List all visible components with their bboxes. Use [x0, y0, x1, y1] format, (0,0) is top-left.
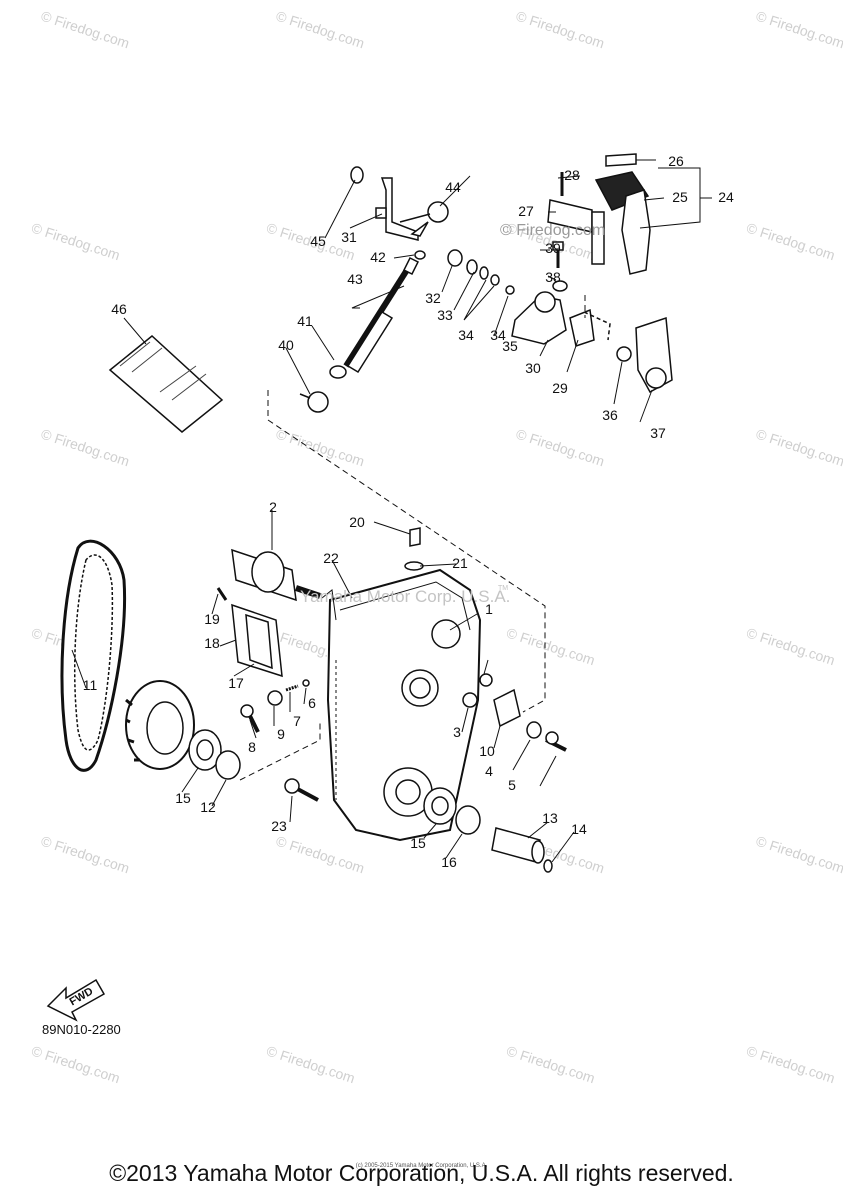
part-number-label: 9: [277, 726, 285, 742]
part-number-label: 25: [672, 189, 688, 205]
part-number-label: 8: [248, 739, 256, 755]
part-number-label: 22: [323, 550, 339, 566]
watermark-text: © Firedog.com: [39, 426, 131, 470]
watermark-text: © Firedog.com: [754, 426, 843, 470]
part-number-label: 10: [479, 743, 495, 759]
part-number-label: 32: [425, 290, 441, 306]
watermark-text: © Firedog.com: [505, 1043, 597, 1087]
part-number-label: 14: [571, 821, 587, 837]
part-number-label: 46: [111, 301, 127, 317]
watermark-text: © Firedog.com: [514, 8, 606, 52]
part-number-labels: 1234567891011121314151516171819202122232…: [83, 153, 734, 870]
part-number-label: 18: [204, 635, 220, 651]
part-number-label: 5: [508, 777, 516, 793]
part-number-label: 31: [341, 229, 357, 245]
watermark-text: © Firedog.com: [265, 1043, 357, 1087]
part-number-label: 24: [718, 189, 734, 205]
part-number-label: 19: [204, 611, 220, 627]
part-number-label: 17: [228, 675, 244, 691]
watermark-text: © Firedog.com: [30, 1043, 122, 1087]
part-number-label: 29: [552, 380, 568, 396]
part-number-label: 2: [269, 499, 277, 515]
shift-linkage-assembly: [108, 153, 673, 433]
watermark-text: © Firedog.com: [39, 8, 131, 52]
watermark-text: © Firedog.com: [745, 1043, 837, 1087]
watermark-text: © Firedog.com: [274, 8, 366, 52]
part-number-label: 42: [370, 249, 386, 265]
part-number-label: 1: [485, 601, 493, 617]
part-number-label: 28: [564, 167, 580, 183]
transmission-cover-assembly: [46, 527, 567, 1022]
leader-lines: [71, 159, 712, 863]
part-number-label: 21: [452, 555, 468, 571]
watermark-text: © Firedog.com: [505, 625, 597, 669]
part-number-label: 26: [668, 153, 684, 169]
watermark-text: © Firedog.com: [274, 833, 366, 877]
part-number-label: 7: [293, 713, 301, 729]
watermark-text: © Firedog.com: [274, 426, 366, 470]
watermark-text: © Firedog.com: [745, 625, 837, 669]
watermark-layer: © Firedog.com © Firedog.com © Firedog.com ©…: [30, 8, 843, 1087]
part-number-label: 33: [437, 307, 453, 323]
part-number-label: 34: [490, 327, 506, 343]
part-number-label: 3: [453, 724, 461, 740]
assembly-guide-lines: [239, 295, 586, 781]
copyright-notice: ©2013 Yamaha Motor Corporation, U.S.A. A…: [109, 1160, 734, 1186]
part-number-label: 6: [308, 695, 316, 711]
part-number-label: 41: [297, 313, 313, 329]
part-number-label: 27: [518, 203, 534, 219]
part-number-label: 36: [602, 407, 618, 423]
part-number-label: 38: [545, 269, 561, 285]
part-number-label: 30: [525, 360, 541, 376]
part-number-label: 37: [650, 425, 666, 441]
part-number-label: 13: [542, 810, 558, 826]
watermark-text: © Firedog.com: [514, 426, 606, 470]
watermark-text: © Firedog.com: [754, 833, 843, 877]
part-number-label: 12: [200, 799, 216, 815]
part-number-label: 43: [347, 271, 363, 287]
part-number-label: 34: [458, 327, 474, 343]
part-number-label: 11: [83, 677, 98, 693]
part-number-label: 15: [175, 790, 191, 806]
part-number-label: 35: [502, 338, 518, 354]
part-number-label: 44: [445, 179, 461, 195]
part-number-label: 4: [485, 763, 493, 779]
part-number-label: 23: [271, 818, 287, 834]
diagram-code: 89N010-2280: [42, 1022, 121, 1037]
inline-copyright-watermark: Yamaha Motor Corp. U.S.A.: [300, 587, 510, 606]
watermark-text: © Firedog.com: [745, 220, 837, 264]
tm-mark: TM: [498, 585, 508, 592]
part-number-label: 16: [441, 854, 457, 870]
part-number-label: 40: [278, 337, 294, 353]
watermark-text: © Firedog.com: [30, 220, 122, 264]
watermark-text: © Firedog.com: [754, 8, 843, 52]
part-number-label: 15: [410, 835, 426, 851]
part-number-label: 39: [545, 240, 561, 256]
part-number-label: 20: [349, 514, 365, 530]
watermark-text: © Firedog.com: [39, 833, 131, 877]
part-number-label: 45: [310, 233, 326, 249]
center-watermark: © Firedog.com: [500, 222, 605, 239]
